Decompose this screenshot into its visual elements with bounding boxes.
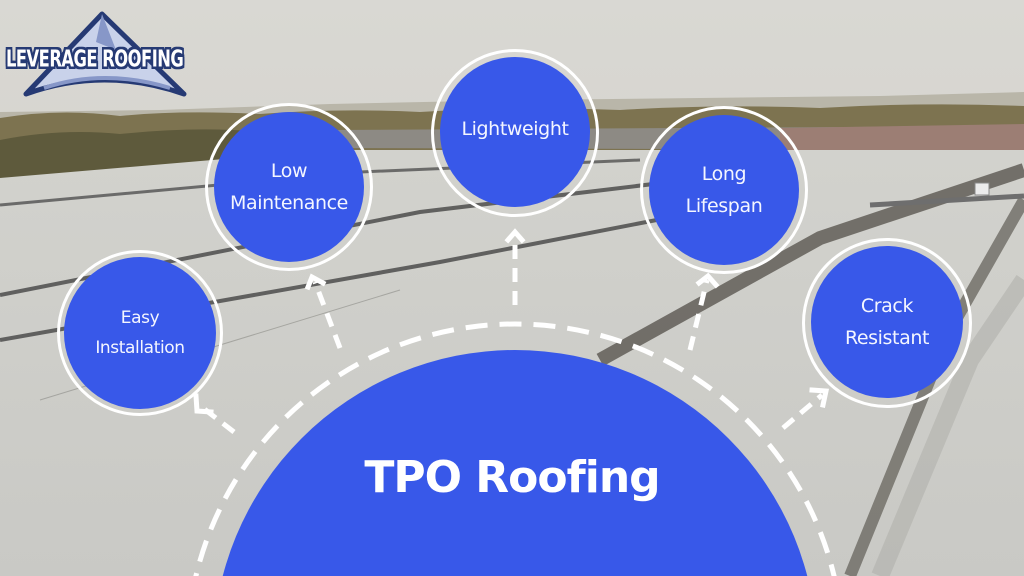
node-ring	[802, 238, 972, 408]
node-fill: Long Lifespan	[649, 115, 799, 265]
benefit-easy-installation: Easy Installation	[57, 250, 223, 416]
benefit-long-lifespan: Long Lifespan	[640, 106, 808, 274]
node-ring	[57, 250, 223, 416]
benefit-label-line1: Easy	[120, 308, 160, 328]
benefit-low-maintenance: Low Maintenance	[205, 103, 373, 271]
benefit-label-line2: Resistant	[844, 327, 930, 349]
node-fill: Easy Installation	[64, 257, 216, 409]
node-ring	[640, 106, 808, 274]
benefit-label-line2: Installation	[95, 338, 185, 358]
benefit-lightweight: Lightweight	[431, 49, 599, 217]
benefit-label-line1: Lightweight	[461, 118, 569, 140]
benefit-label-line1: Low	[270, 160, 308, 182]
hub-title: TPO Roofing	[364, 452, 660, 503]
brand-logo[interactable]: LEVERAGE ROOFING	[4, 10, 208, 100]
benefit-crack-resistant: Crack Resistant	[802, 238, 972, 408]
connector-arrows	[201, 235, 824, 434]
benefit-label-line1: Long	[701, 163, 747, 185]
logo-text: LEVERAGE ROOFING	[6, 46, 184, 73]
arrow-heads	[193, 228, 830, 415]
benefit-label-line2: Lifespan	[685, 195, 763, 217]
node-ring	[205, 103, 373, 271]
hub-dashed-ring	[193, 321, 837, 576]
hub-circle	[222, 350, 808, 576]
roof-peak-icon	[23, 11, 187, 97]
node-fill: Crack Resistant	[811, 246, 963, 398]
benefit-label-line1: Crack	[860, 295, 914, 317]
node-ring	[431, 49, 599, 217]
benefit-label-line2: Maintenance	[230, 192, 348, 214]
node-fill: Lightweight	[440, 57, 590, 207]
node-fill: Low Maintenance	[214, 112, 364, 262]
